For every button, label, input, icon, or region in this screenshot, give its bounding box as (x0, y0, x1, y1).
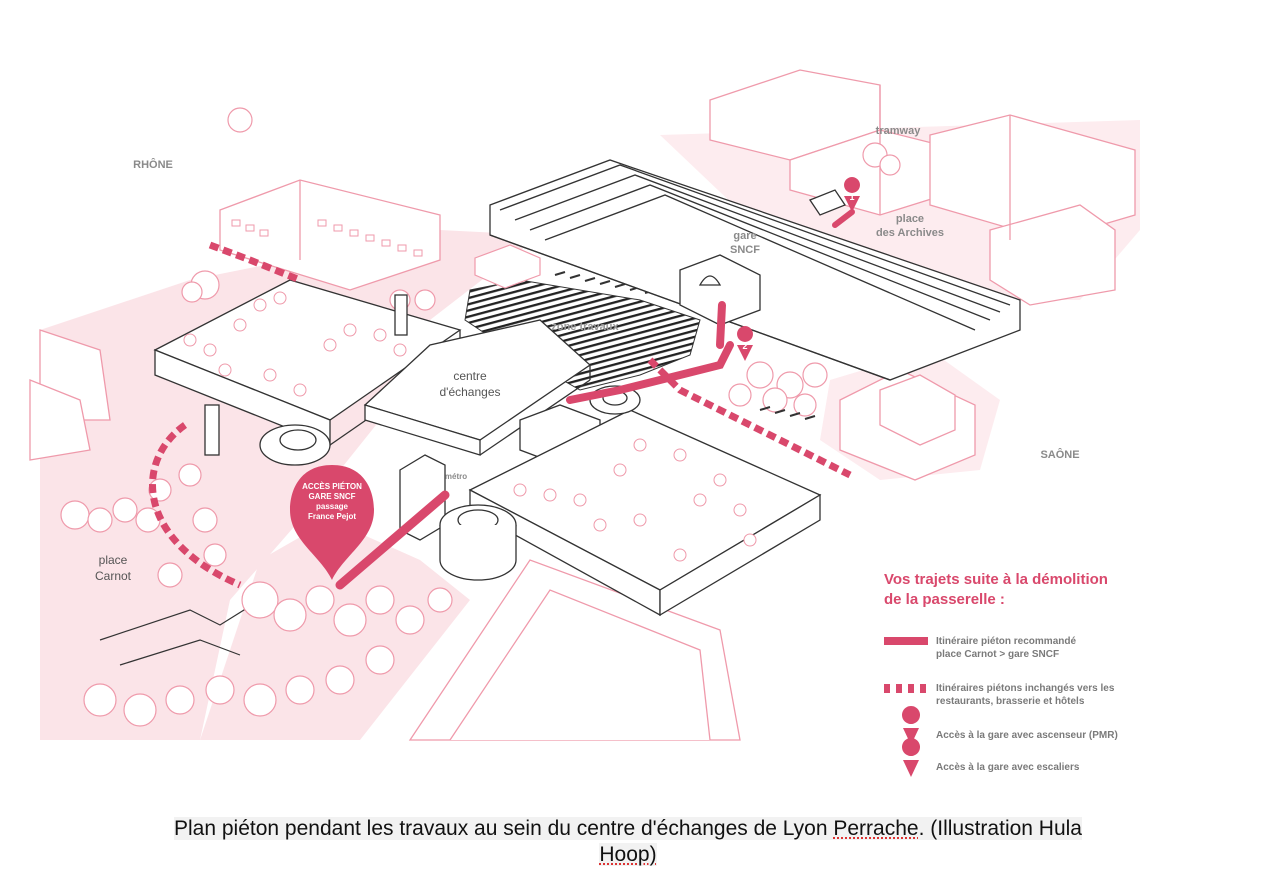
label-zone-travaux: zone travaux (540, 320, 630, 334)
caption-perrache: Perrache (833, 817, 919, 840)
label-centre-echanges: centre d'échanges (420, 368, 520, 400)
building-bottom (408, 559, 741, 741)
legend-item-recommended: Itinéraire piéton recommandé place Carno… (936, 635, 1216, 661)
caption-part-c: . (Illustration Hula (918, 817, 1082, 840)
label-tramway: tramway (875, 125, 921, 137)
legend-item-1-line2: place Carnot > gare SNCF (936, 649, 1060, 660)
pin-2-icon (902, 738, 921, 777)
pink-zone-bottom (200, 520, 470, 740)
streets-left (99, 599, 261, 666)
centre-echanges-building (363, 319, 601, 541)
image-caption: Plan piéton pendant les travaux au sein … (28, 816, 1228, 868)
map-marker-2[interactable] (737, 326, 754, 361)
solid-line-icon (884, 637, 928, 645)
label-saone: SAÔNE (1040, 449, 1080, 461)
map-illustration (29, 69, 1140, 777)
label-rhone: RHÔNE (133, 159, 173, 171)
label-place-carnot-1: place (98, 553, 128, 567)
legend-item-stairs: Accès à la gare avec escaliers (936, 761, 1216, 774)
map-marker-2-label: 2 (742, 341, 748, 351)
block-left (153, 279, 462, 466)
caption-line-1: Plan piéton pendant les travaux au sein … (174, 817, 1082, 840)
pin-line-4: France Pejot (307, 512, 356, 521)
dashed-line-icon (884, 684, 926, 693)
label-centre-1: centre (453, 369, 487, 383)
legend-item-elevator: Accès à la gare avec ascenseur (PMR) (936, 729, 1216, 742)
pedestrian-access-pin-text: ACCÈS PIÉTON GARE SNCF passage France Pe… (292, 482, 372, 522)
label-place-carnot-2: Carnot (94, 569, 132, 583)
label-centre-2: d'échanges (439, 385, 501, 399)
buildings-top-right (709, 69, 1136, 306)
legend-item-4-line1: Accès à la gare avec escaliers (936, 762, 1080, 773)
gare-sncf-building (489, 159, 1021, 381)
roof-shrubs (183, 291, 757, 562)
zone-travaux-small-building (474, 244, 541, 289)
label-place-archives-1: place (895, 213, 925, 225)
pin-line-2: GARE SNCF (308, 492, 356, 501)
legend-item-1-line1: Itinéraire piéton recommandé (936, 636, 1077, 647)
label-place-carnot: place Carnot (78, 552, 148, 584)
pin-line-1: ACCÈS PIÉTON (302, 482, 362, 491)
pin-line-3: passage (315, 502, 349, 511)
legend-title-2: de la passerelle : (884, 591, 1005, 608)
legend-item-3-line1: Accès à la gare avec ascenseur (PMR) (936, 730, 1118, 741)
trees (60, 107, 901, 727)
caption-part-a: Plan piéton pendant les travaux au sein … (174, 817, 834, 840)
label-place-archives-2: des Archives (875, 227, 945, 239)
buildings-right (839, 369, 976, 481)
legend-item-2-line1: Itinéraires piétons inchangés vers les (936, 683, 1115, 694)
recommended-itinerary (335, 209, 855, 590)
label-zone-1: zone (551, 321, 577, 333)
caption-line-2: Hoop) (599, 843, 657, 866)
legend-title: Vos trajets suite à la démolition de la … (884, 570, 1174, 610)
label-gare-1: gare (733, 230, 757, 242)
block-right (439, 385, 822, 617)
label-zone-2: travaux (579, 321, 619, 333)
legend-item-unchanged: Itinéraires piétons inchangés vers les r… (936, 682, 1216, 708)
label-metro: métro (444, 472, 468, 481)
map-marker-1-label: 1 (849, 192, 855, 202)
label-place-archives: place des Archives (850, 212, 970, 240)
label-gare-2: SNCF (730, 244, 760, 256)
legend-item-2-line2: restaurants, brasserie et hôtels (936, 696, 1085, 707)
label-gare-sncf: gare SNCF (715, 229, 775, 257)
legend-title-1: Vos trajets suite à la démolition (884, 571, 1108, 588)
buildings-left (29, 179, 441, 461)
map-marker-1[interactable] (844, 177, 861, 212)
pedestrian-access-pin[interactable] (290, 465, 374, 580)
legend-icons (884, 637, 928, 777)
pin-1-icon (902, 706, 921, 745)
